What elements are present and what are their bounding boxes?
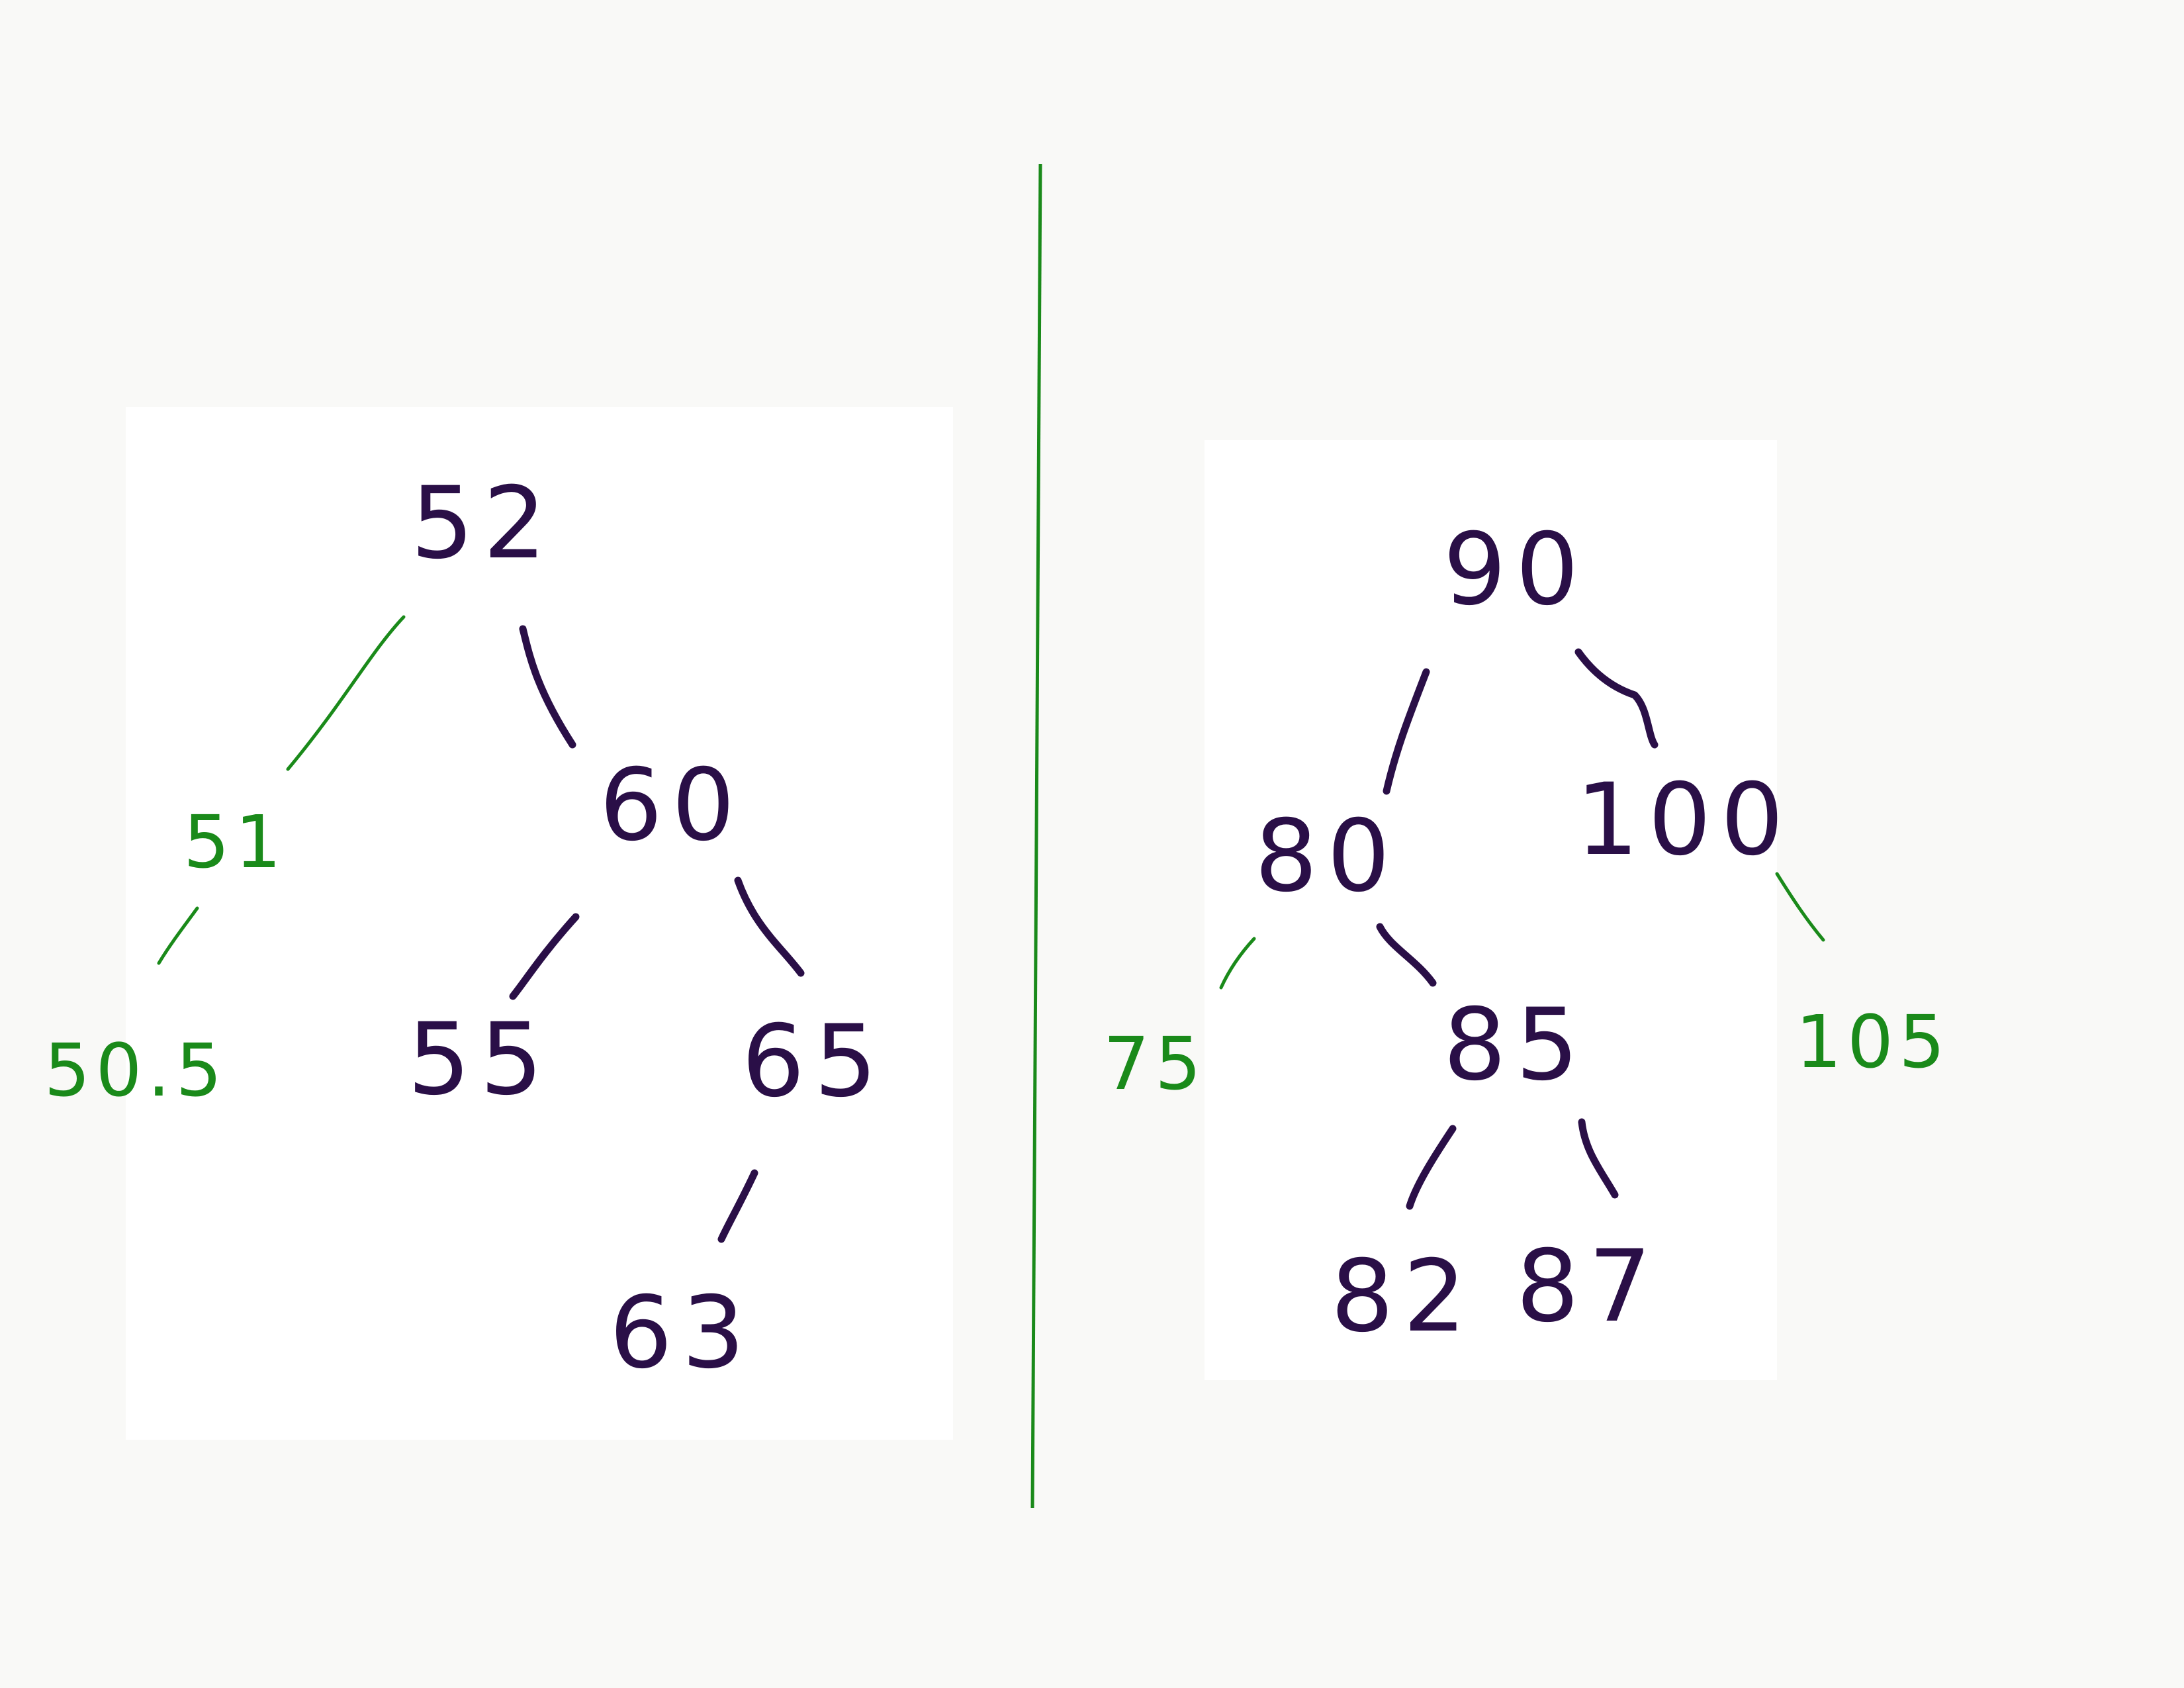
node-100: 100 [1576,763,1793,878]
edge-60-55 [509,913,580,1000]
edge-80-85 [1376,923,1437,987]
node-75: 75 [1103,1021,1206,1106]
node-85: 85 [1443,988,1588,1103]
edge-85-82 [1406,1125,1457,1210]
node-65: 65 [742,1004,887,1119]
node-60: 60 [600,748,745,863]
edge-90-100 [1574,648,1659,749]
node-51: 51 [183,800,287,884]
edge-85-87 [1578,1118,1619,1199]
right-tree-panel [1205,440,1777,1380]
node-82: 82 [1331,1239,1476,1354]
edge-80-75 [1219,937,1256,990]
node-55: 55 [408,1002,553,1117]
node-50-5: 50.5 [44,1028,228,1113]
edge-51-50-5 [157,906,199,965]
node-105: 105 [1796,1000,1950,1084]
node-80: 80 [1255,799,1400,914]
edge-60-65 [734,876,805,977]
divider-line [1030,164,1042,1509]
node-63: 63 [610,1276,754,1391]
edge-90-80 [1383,668,1430,795]
node-90: 90 [1443,512,1588,628]
edge-52-51 [286,615,406,771]
edge-52-60 [519,625,576,749]
edge-65-63 [717,1169,758,1243]
edge-100-105 [1775,872,1825,942]
node-52: 52 [411,466,556,581]
node-87: 87 [1516,1229,1661,1344]
left-tree-panel [126,407,953,1440]
